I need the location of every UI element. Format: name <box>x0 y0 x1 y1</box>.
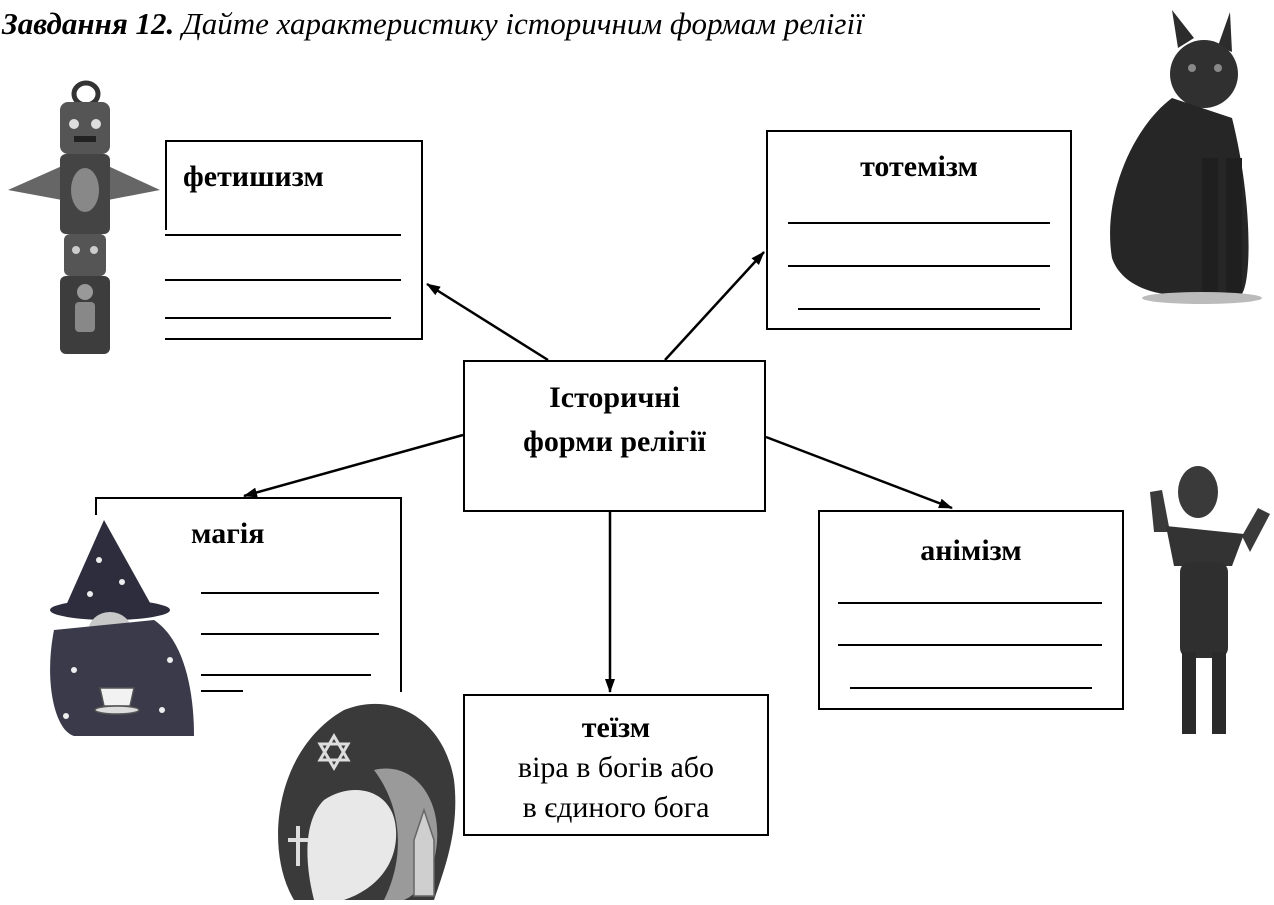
central-concept-text: Історичні форми релігії <box>465 376 764 464</box>
central-line-1: Історичні <box>549 381 680 414</box>
animism-title: анімізм <box>920 534 1022 567</box>
theism-desc-line-2: в єдиного бога <box>522 791 710 824</box>
animism-blank-1 <box>838 602 1102 604</box>
totemism-blank-2 <box>788 265 1050 267</box>
central-concept-box: Історичні форми релігії <box>463 360 766 512</box>
magic-blank-4 <box>201 690 243 692</box>
magic-title: магія <box>191 517 265 550</box>
idol-figurine-icon <box>1150 466 1270 734</box>
totemism-blank-1 <box>788 222 1050 224</box>
arrow-to-animism <box>765 435 953 510</box>
magic-blank-3 <box>201 674 371 676</box>
task-instruction: Дайте характеристику історичним формам р… <box>182 6 864 41</box>
faith-heads-icon <box>278 703 456 900</box>
fetishism-blank-3 <box>165 317 391 319</box>
theism-text: теїзм віра в богів або в єдиного бога <box>465 708 767 828</box>
totemism-blank-3 <box>798 308 1040 310</box>
arrow-to-magic <box>243 433 464 498</box>
task-title: Завдання 12. Дайте характеристику істори… <box>2 6 864 42</box>
theism-title: теїзм <box>581 711 651 744</box>
fetishism-title: фетишизм <box>183 160 324 193</box>
arrow-to-fetishism <box>426 282 549 362</box>
central-line-2: форми релігії <box>523 425 706 458</box>
fetishism-box: фетишизм <box>165 140 423 340</box>
wizard-icon <box>50 520 194 736</box>
animism-blank-2 <box>838 644 1102 646</box>
theism-box: теїзм віра в богів або в єдиного бога <box>463 694 769 836</box>
animism-box: анімізм <box>818 510 1124 710</box>
totemism-box: тотемізм <box>766 130 1072 330</box>
magic-blank-1 <box>201 592 379 594</box>
arrow-to-totemism <box>664 251 765 361</box>
theism-desc-line-1: віра в богів або <box>517 751 715 784</box>
fetishism-blank-1 <box>165 234 401 236</box>
fetishism-blank-2 <box>165 279 401 281</box>
task-label: Завдання 12. <box>2 6 175 41</box>
cat-statue-icon <box>1110 10 1262 304</box>
animism-blank-3 <box>850 687 1092 689</box>
totem-pole-amulet-icon <box>8 80 160 354</box>
totemism-title: тотемізм <box>860 150 978 183</box>
magic-blank-2 <box>201 633 379 635</box>
